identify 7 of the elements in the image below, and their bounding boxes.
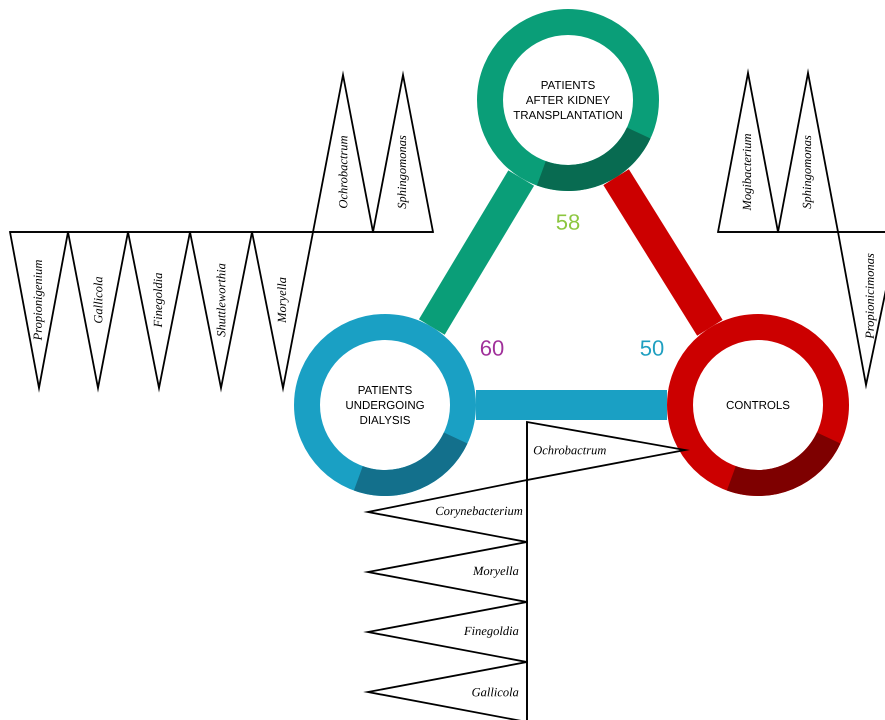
- count-label: 58: [556, 214, 580, 230]
- ring-node: PATIENTS AFTER KIDNEY TRANSPLANTATION: [477, 9, 659, 191]
- ring-node: CONTROLS: [667, 314, 849, 496]
- connector-bar: [603, 169, 723, 336]
- ring-node: PATIENTS UNDERGOING DIALYSIS: [294, 314, 476, 496]
- connector-bar: [418, 170, 534, 335]
- connector-bar: [476, 390, 667, 420]
